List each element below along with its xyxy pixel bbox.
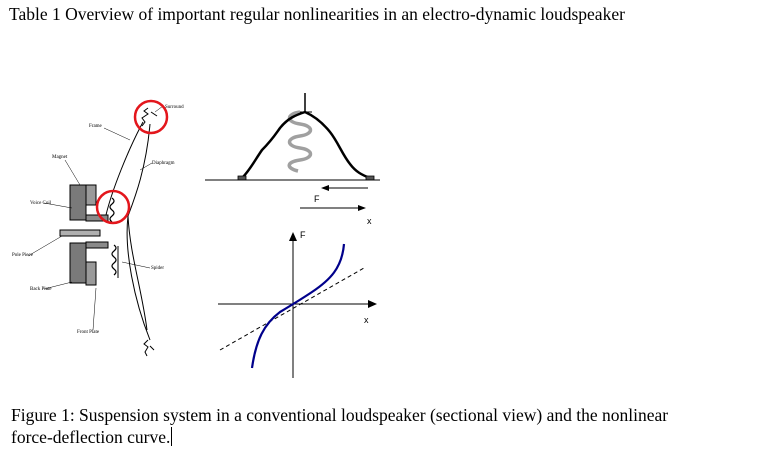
nonlinear-force-curve [250,243,346,369]
voice-coil-highlight-circle [95,189,131,225]
surround-detail [141,107,149,127]
graph-y-axis-label: F [300,230,306,240]
magnet-lower [69,242,87,284]
text-cursor [171,427,173,446]
label-magnet: Magnet [52,155,68,160]
spider-coil [111,244,117,276]
label-back-plate: Back Plate [30,287,52,292]
table-title: Table 1 Overview of important regular no… [9,4,625,24]
surround-highlight-circle [133,99,169,135]
label-spider: Spider [151,266,164,271]
label-frame: Frame [89,124,103,129]
label-force-arrow: F [314,194,320,204]
diaphragm-outline [105,121,144,216]
voice-coil-coil [109,197,115,223]
figure-caption: Figure 1: Suspension system in a convent… [11,404,761,448]
linear-reference-line [219,267,365,351]
label-surround: Surround [165,105,184,110]
pole-piece [59,229,101,237]
graph-x-axis-label: x [364,315,369,325]
suspension-model: F x [205,93,380,226]
surround-bottom-detail [143,339,149,357]
frame-outline [127,123,151,331]
label-diaphragm: Diaphragm [152,161,175,166]
magnet-upper [69,184,87,221]
caption-line-2: force-deflection curve. [11,427,171,447]
caption-line-1: Figure 1: Suspension system in a convent… [11,405,669,425]
label-front-plate: Front Plate [77,330,100,335]
loudspeaker-figure: Surround Frame Diaphragm Magnet Voice Co… [12,93,380,378]
force-deflection-graph: F x [218,230,377,378]
label-voice-coil: Voice Coil [30,201,52,206]
suspension-outline [241,110,371,180]
suspension-spring [287,110,313,173]
label-displacement-arrow: x [367,216,372,226]
label-pole-piece: Pole Piece [12,253,34,258]
frame-lower [126,215,151,341]
loudspeaker-section [27,105,164,357]
